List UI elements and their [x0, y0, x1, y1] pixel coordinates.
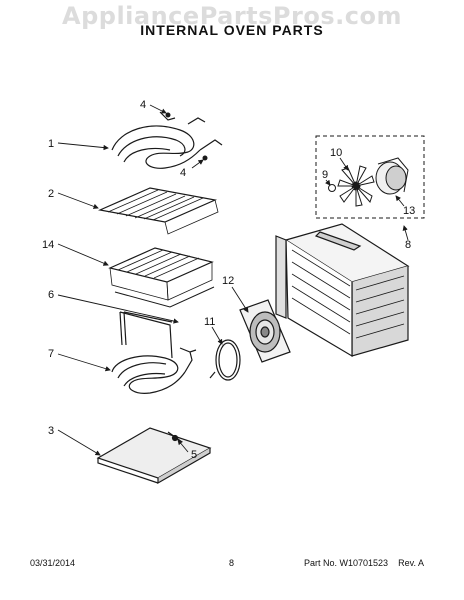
callout-2: 2: [48, 188, 54, 200]
watermark-text: AppliancePartsPros.com: [62, 2, 402, 30]
footer-part-label: Part No. W10701523: [304, 558, 389, 568]
callout-10: 10: [330, 147, 342, 159]
callout-5: 5: [191, 449, 197, 461]
callout-9: 9: [322, 169, 328, 181]
footer-revision: Rev. A: [398, 558, 424, 568]
callout-6: 6: [48, 289, 54, 301]
convection-fan-assembly: [315, 135, 425, 219]
callout-4-top: 4: [140, 99, 146, 111]
callout-8: 8: [405, 239, 411, 251]
callout-12: 12: [222, 275, 234, 287]
callout-numbers: 1 2 3 4 4 5 6 7 8 9 10 11 12 13 14: [42, 99, 415, 461]
footer-part-number: Part No. W10701523 Rev. A: [304, 558, 424, 568]
oven-cavity: [275, 223, 410, 358]
door-gasket-strip: [119, 311, 173, 359]
fan-nut: [328, 184, 336, 192]
callout-14: 14: [42, 239, 54, 251]
fastener-screw: [165, 112, 208, 161]
upper-heating-element: [111, 111, 223, 169]
leader-lines: [57, 104, 409, 456]
oven-rack: [97, 187, 219, 235]
callout-1: 1: [48, 138, 54, 150]
callout-13: 13: [403, 205, 415, 217]
footer-page-number: 8: [229, 558, 235, 568]
convection-fan-ring: [209, 339, 241, 381]
callout-7: 7: [48, 348, 54, 360]
rack-with-slides: [108, 247, 215, 308]
fan-blade: [337, 165, 375, 207]
callout-4-bottom: 4: [180, 167, 186, 179]
footer-date: 03/31/2014: [30, 558, 76, 568]
callout-11: 11: [204, 316, 215, 328]
lower-heating-element: [111, 347, 197, 394]
page-title: INTERNAL OVEN PARTS: [140, 22, 324, 38]
fan-motor: [375, 157, 409, 195]
rear-fan-panel: [239, 299, 291, 363]
callout-3: 3: [48, 425, 54, 437]
